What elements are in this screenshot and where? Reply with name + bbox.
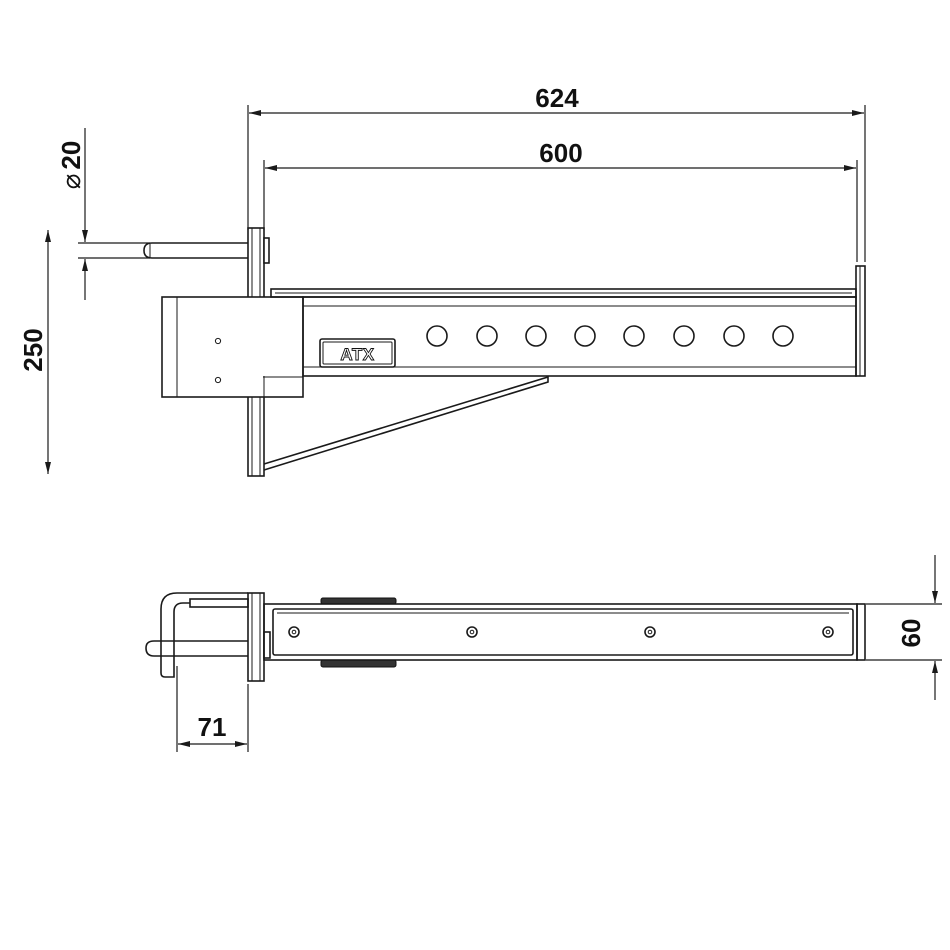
- bolt: [644, 626, 656, 638]
- hole: [772, 325, 794, 347]
- brace: [263, 375, 549, 471]
- hole: [723, 325, 745, 347]
- pin-top: [145, 640, 248, 657]
- bolt: [288, 626, 300, 638]
- svg-text:⌀20: ⌀ 20: [56, 141, 86, 190]
- end-cap: [855, 265, 866, 377]
- collar-screw: [214, 376, 222, 384]
- bolt: [291, 629, 297, 635]
- dimension-diameter: ⌀ 20: [56, 128, 150, 300]
- collar: [161, 296, 304, 398]
- bolt: [466, 626, 478, 638]
- dimension-600: 600: [263, 138, 858, 262]
- diameter-symbol: ⌀: [56, 174, 86, 190]
- hole: [476, 325, 498, 347]
- side-view: ATX: [143, 227, 866, 477]
- hole: [673, 325, 695, 347]
- bolt: [469, 629, 475, 635]
- j-hook: [160, 592, 249, 678]
- dimension-60: 60: [866, 555, 942, 700]
- dimension-250: 250: [18, 230, 51, 474]
- bolt: [647, 629, 653, 635]
- bolt: [822, 626, 834, 638]
- mounting-plate-top: [247, 592, 271, 682]
- width-label: 60: [896, 619, 926, 648]
- dimension-71: 71: [176, 666, 249, 752]
- dimension-624: 624: [247, 83, 866, 262]
- logo-text: ATX: [340, 345, 374, 364]
- hole: [525, 325, 547, 347]
- rubber-pads: [320, 597, 397, 668]
- pin-offset-label: 71: [198, 712, 227, 742]
- hole: [574, 325, 596, 347]
- top-strip: [270, 288, 857, 298]
- inner-length-label: 600: [539, 138, 582, 168]
- arm-top: [263, 603, 866, 661]
- dimensions: 624 600 ⌀ 20 250: [18, 83, 942, 752]
- height-label: 250: [18, 328, 48, 371]
- hole: [623, 325, 645, 347]
- overall-length-label: 624: [535, 83, 579, 113]
- adjustment-holes: [426, 325, 794, 347]
- pin: [143, 242, 248, 259]
- hole: [426, 325, 448, 347]
- atx-logo: ATX: [319, 338, 396, 368]
- top-view: [145, 592, 866, 682]
- pin-diameter-label: 20: [56, 141, 86, 170]
- collar-screw: [214, 337, 222, 345]
- bolt: [825, 629, 831, 635]
